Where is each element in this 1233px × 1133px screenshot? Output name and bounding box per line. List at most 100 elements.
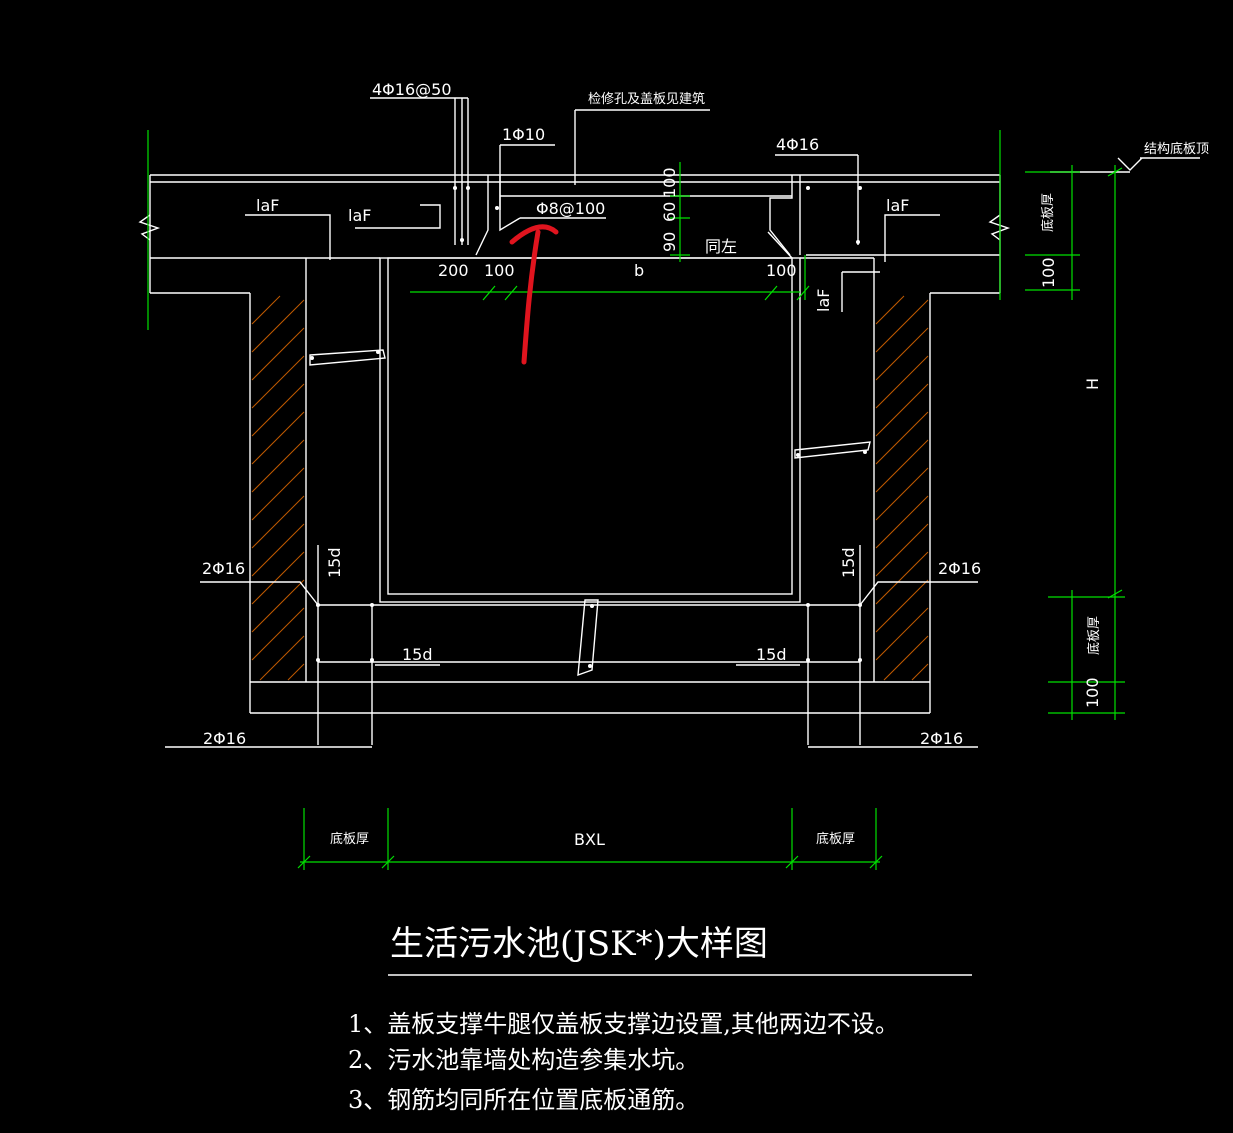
hatch-line bbox=[251, 551, 305, 605]
dim-15d-2: 15d bbox=[402, 645, 433, 664]
hatch-line bbox=[251, 299, 305, 353]
rebar-dot bbox=[370, 603, 374, 607]
cover-opening bbox=[475, 175, 801, 259]
hatch-line bbox=[287, 663, 305, 681]
hatch-line bbox=[875, 383, 929, 437]
hatch-line bbox=[883, 635, 929, 681]
rebar-dot bbox=[316, 603, 320, 607]
hatch-right-wall bbox=[875, 295, 929, 681]
hatch-line bbox=[875, 495, 929, 549]
rebar-dot bbox=[466, 186, 470, 190]
rebar-dot bbox=[858, 603, 862, 607]
dim-laf-2: laF bbox=[348, 206, 371, 225]
note-3: 3、钢筋均同所在位置底板通筋。 bbox=[348, 1086, 699, 1114]
hatch-line bbox=[875, 411, 929, 465]
dim-b: b bbox=[634, 261, 644, 280]
dim-H: H bbox=[1083, 378, 1102, 390]
hatch-line bbox=[875, 299, 929, 353]
dim-100-top: 100 bbox=[660, 167, 679, 198]
rebar-dot bbox=[858, 658, 862, 662]
rebar-dot bbox=[806, 186, 810, 190]
dim-60: 60 bbox=[660, 202, 679, 222]
rebar-dot bbox=[806, 603, 810, 607]
hatch-line bbox=[875, 355, 929, 409]
dim-100-side-bottom: 100 bbox=[1083, 677, 1102, 708]
pit-walls bbox=[249, 257, 931, 714]
label-left-lower-bars: 2Φ16 bbox=[202, 559, 245, 578]
dim-100-side-top: 100 bbox=[1039, 257, 1058, 288]
rebar-dot bbox=[316, 658, 320, 662]
rebar-labels: 4Φ16@50 检修孔及盖板见建筑 1Φ10 4Φ16 结构底板顶 Φ8@100… bbox=[202, 80, 1209, 748]
title-block: 生活污水池(JSK*)大样图 bbox=[388, 924, 972, 976]
dim-200: 200 bbox=[438, 261, 469, 280]
notes: 1、盖板支撑牛腿仅盖板支撑边设置,其他两边不设。 2、污水池靠墙处构造参集水坑。… bbox=[348, 1010, 899, 1114]
hatch-line bbox=[875, 327, 929, 381]
rebar-dot bbox=[858, 186, 862, 190]
dim-bottom-right: 底板厚 bbox=[816, 831, 855, 847]
dim-100-right: 100 bbox=[766, 261, 797, 280]
hatch-line bbox=[875, 467, 929, 521]
dim-laf-4: laF bbox=[814, 289, 833, 312]
hatch-line bbox=[251, 355, 305, 409]
rebar-dot bbox=[796, 453, 800, 457]
rebar-dot bbox=[376, 350, 380, 354]
dim-same-left: 同左 bbox=[705, 237, 737, 256]
hatch-line bbox=[875, 295, 905, 325]
rebar-dot bbox=[590, 604, 594, 608]
dim-slab-thick-bottom: 底板厚 bbox=[1086, 616, 1102, 655]
hatch-line bbox=[251, 411, 305, 465]
hatch-line bbox=[251, 439, 305, 493]
dim-15d-1: 15d bbox=[325, 547, 344, 578]
label-top-right-bars: 4Φ16 bbox=[776, 135, 819, 154]
hatch-line bbox=[875, 607, 929, 661]
rebar-dot bbox=[453, 186, 457, 190]
dim-15d-3: 15d bbox=[839, 547, 858, 578]
label-left-bottom-bars: 2Φ16 bbox=[203, 729, 246, 748]
rebar-dot bbox=[310, 356, 314, 360]
dim-90: 90 bbox=[660, 232, 679, 252]
hatch-line bbox=[875, 523, 929, 577]
dim-bottom-left: 底板厚 bbox=[330, 831, 369, 847]
hatch-line bbox=[259, 635, 305, 681]
label-single-bar: 1Φ10 bbox=[502, 125, 545, 144]
drawing-title: 生活污水池(JSK*)大样图 bbox=[390, 924, 768, 964]
hatch-line bbox=[251, 579, 305, 633]
dimension-lines bbox=[147, 130, 1125, 870]
note-1: 1、盖板支撑牛腿仅盖板支撑边设置,其他两边不设。 bbox=[348, 1010, 899, 1038]
dimension-labels: laF laF laF laF 200 100 b 100 100 60 90 … bbox=[256, 167, 1102, 849]
label-hole-note: 检修孔及盖板见建筑 bbox=[588, 91, 705, 107]
dim-laf-1: laF bbox=[256, 196, 279, 215]
hatch-line bbox=[875, 579, 929, 633]
hatch-line bbox=[875, 439, 929, 493]
dim-laf-3: laF bbox=[886, 196, 909, 215]
rebar-dot bbox=[588, 664, 592, 668]
rebar-dot bbox=[856, 240, 860, 244]
rebar-dot bbox=[460, 238, 464, 242]
slab-outline bbox=[149, 174, 1001, 294]
dim-slab-thick-top: 底板厚 bbox=[1040, 193, 1056, 232]
rebar-lines bbox=[165, 97, 1200, 748]
hatch-line bbox=[875, 551, 929, 605]
dim-15d-4: 15d bbox=[756, 645, 787, 664]
label-right-lower-bars: 2Φ16 bbox=[938, 559, 981, 578]
hatch-left-wall bbox=[251, 295, 305, 681]
hatch-line bbox=[251, 607, 305, 661]
hatch-line bbox=[251, 295, 281, 325]
hatch-line bbox=[251, 495, 305, 549]
hatch-line bbox=[911, 663, 929, 681]
label-top-left-bars: 4Φ16@50 bbox=[372, 80, 452, 99]
rebar-dot bbox=[370, 658, 374, 662]
hatch-line bbox=[251, 467, 305, 521]
break-symbols bbox=[138, 214, 1011, 241]
rebar-dots bbox=[310, 186, 867, 668]
label-right-bottom-bars: 2Φ16 bbox=[920, 729, 963, 748]
hatch-line bbox=[251, 383, 305, 437]
hatch-line bbox=[251, 327, 305, 381]
red-annotation-arrow bbox=[509, 224, 559, 365]
rebar-dot bbox=[806, 658, 810, 662]
note-2: 2、污水池靠墙处构造参集水坑。 bbox=[348, 1046, 699, 1074]
hatch-line bbox=[251, 523, 305, 577]
dim-100-left: 100 bbox=[484, 261, 515, 280]
dim-bottom-mid: BXL bbox=[574, 830, 605, 849]
